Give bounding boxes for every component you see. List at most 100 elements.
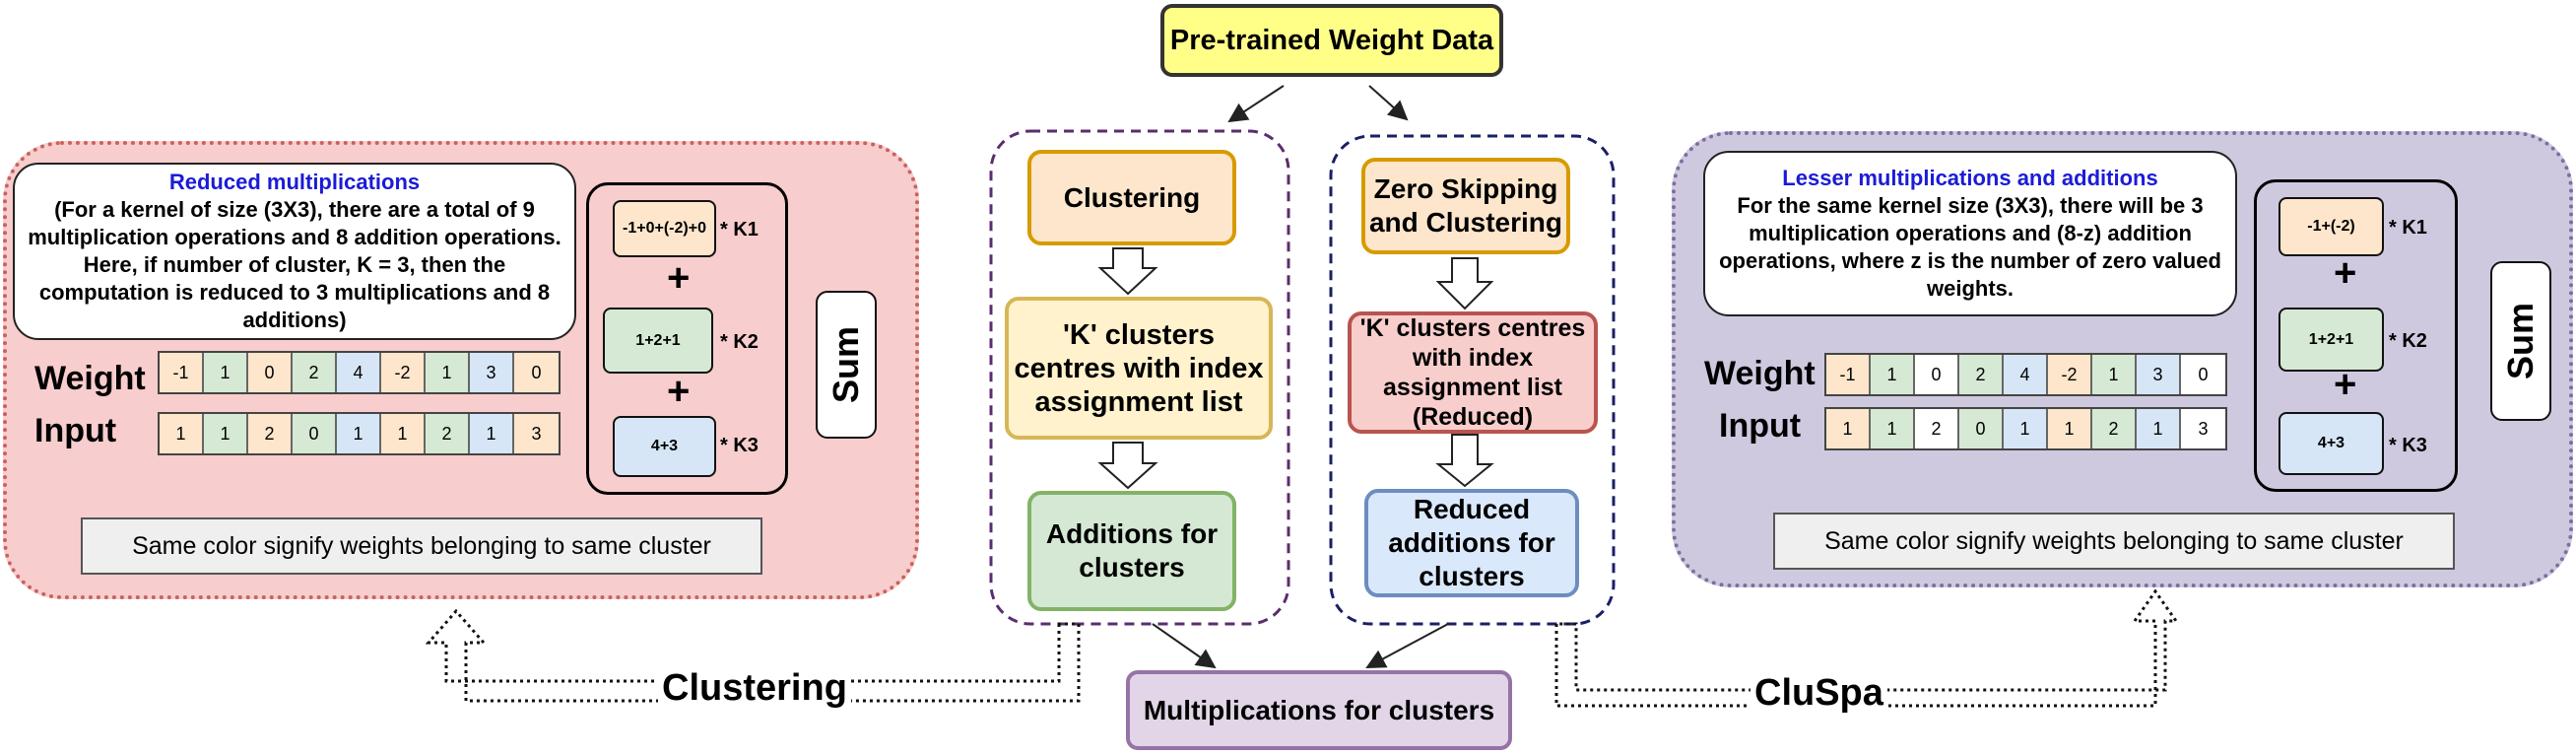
left-weight-cell: 2	[293, 353, 337, 392]
right-k2-label: * K2	[2389, 330, 2427, 352]
left-footer-note: Same color signify weights belonging to …	[81, 517, 762, 575]
arrow-top-to-clustering	[1227, 85, 1285, 123]
left-input-cell: 1	[160, 414, 204, 453]
right-weight-cell: -2	[2048, 355, 2092, 394]
left-k3-box: 4+3	[613, 416, 716, 477]
left-weight-cell: 4	[337, 353, 381, 392]
clustering-node-label: Clustering	[1063, 181, 1201, 213]
right-k3-box: 4+3	[2279, 412, 2384, 475]
reduced-additions-node: Reduced additions for clusters	[1364, 489, 1579, 597]
pretrained-weight-node: Pre-trained Weight Data	[1160, 4, 1503, 77]
left-input-cell: 1	[337, 414, 381, 453]
pretrained-weight-label: Pre-trained Weight Data	[1169, 24, 1494, 56]
k-clusters-reduced-node: 'K' clusters centres with index assignme…	[1348, 311, 1598, 434]
cluspa-group-outline	[1329, 134, 1616, 626]
cluspa-path-label: CluSpa	[1750, 672, 1887, 715]
left-weight-cell: 0	[248, 353, 293, 392]
right-k1-box: -1+(-2)	[2279, 197, 2384, 256]
right-input-cell: 1	[2137, 409, 2181, 448]
left-plus-1: +	[667, 256, 691, 300]
right-input-cell: 2	[1915, 409, 1959, 448]
multiplications-node: Multiplications for clusters	[1126, 670, 1512, 750]
left-k1-expr: -1+0+(-2)+0	[623, 220, 706, 237]
right-input-cell: 1	[1826, 409, 1871, 448]
k-clusters-node: 'K' clusters centres with index assignme…	[1005, 297, 1273, 440]
right-input-cell: 1	[2048, 409, 2092, 448]
right-weight-cell: 4	[2004, 355, 2048, 394]
left-input-cell: 1	[381, 414, 426, 453]
clustering-node: Clustering	[1027, 150, 1236, 245]
right-weight-cell: -1	[1826, 355, 1871, 394]
reduced-additions-node-label: Reduced additions for clusters	[1388, 494, 1555, 591]
clustering-group-outline	[989, 129, 1290, 626]
right-weight-label: Weight	[1704, 355, 1816, 392]
left-weight-cell: 1	[204, 353, 248, 392]
right-input-cell: 1	[2004, 409, 2048, 448]
zero-skipping-node: Zero Skipping and Clustering	[1361, 158, 1570, 254]
right-input-cell: 0	[1959, 409, 2004, 448]
left-input-cell: 2	[426, 414, 470, 453]
left-cluster-group	[586, 182, 788, 495]
multiplications-node-label: Multiplications for clusters	[1143, 694, 1495, 725]
zero-skipping-node-label: Zero Skipping and Clustering	[1368, 173, 1562, 238]
cluspa-dotted-arrow	[1554, 588, 2179, 708]
right-weight-cell: 0	[2181, 355, 2225, 394]
right-plus-2: +	[2334, 363, 2357, 406]
left-sum-box: Sum	[816, 291, 877, 439]
right-footer-note: Same color signify weights belonging to …	[1773, 513, 2455, 570]
right-input-cell: 1	[1871, 409, 1915, 448]
arrow-cluspa-to-mult	[1365, 623, 1449, 668]
right-k2-box: 1+2+1	[2279, 308, 2384, 372]
right-input-label: Input	[1719, 407, 1802, 445]
left-weight-label: Weight	[34, 360, 146, 397]
right-footer-text: Same color signify weights belonging to …	[1824, 526, 2404, 555]
right-note: Lesser multiplications and additions For…	[1703, 151, 2237, 316]
right-k1-label: * K1	[2389, 217, 2427, 239]
additions-node: Additions for clusters	[1027, 491, 1236, 611]
clustering-dotted-arrow	[425, 608, 1081, 703]
right-plus-1: +	[2334, 251, 2357, 295]
k-clusters-reduced-node-label: 'K' clusters centres with index assignme…	[1359, 314, 1586, 431]
left-input-cell: 2	[248, 414, 293, 453]
right-k3-expr: 4+3	[2317, 435, 2345, 451]
left-k1-box: -1+0+(-2)+0	[613, 200, 716, 257]
right-note-header: Lesser multiplications and additions	[1782, 166, 2158, 190]
right-weight-cell: 2	[1959, 355, 2004, 394]
left-input-cell: 1	[470, 414, 514, 453]
left-k2-expr: 1+2+1	[635, 331, 681, 349]
right-cluster-group	[2254, 179, 2458, 492]
left-weight-cell: -2	[381, 353, 426, 392]
right-k2-expr: 1+2+1	[2308, 330, 2354, 348]
right-sum-box: Sum	[2490, 261, 2551, 421]
left-sum-label: Sum	[826, 325, 866, 403]
left-plus-2: +	[667, 370, 691, 413]
clustering-path-label: Clustering	[658, 667, 851, 710]
left-k2-box: 1+2+1	[603, 308, 713, 374]
left-note: Reduced multiplications (For a kernel of…	[13, 163, 576, 340]
left-k1-label: * K1	[720, 219, 759, 241]
right-weight-cell: 1	[1871, 355, 1915, 394]
arrow-clustering-to-mult	[1152, 623, 1217, 669]
left-footer-text: Same color signify weights belonging to …	[132, 531, 711, 560]
left-k3-label: * K3	[720, 435, 759, 456]
left-weight-cell: 1	[426, 353, 470, 392]
arrow-top-to-cluspa	[1368, 85, 1409, 121]
right-input-cell: 2	[2092, 409, 2137, 448]
right-k3-label: * K3	[2389, 435, 2427, 456]
additions-node-label: Additions for clusters	[1045, 518, 1219, 583]
left-k3-expr: 4+3	[650, 438, 679, 454]
right-input-cell: 3	[2181, 409, 2225, 448]
left-input-cell: 0	[293, 414, 337, 453]
right-note-body: For the same kernel size (3X3), there wi…	[1719, 193, 2221, 301]
right-k1-expr: -1+(-2)	[2307, 218, 2355, 235]
left-weight-cell: -1	[160, 353, 204, 392]
left-weight-cell: 3	[470, 353, 514, 392]
right-weight-cell: 3	[2137, 355, 2181, 394]
left-k2-label: * K2	[720, 331, 759, 353]
k-clusters-node-label: 'K' clusters centres with index assignme…	[1014, 318, 1264, 418]
left-note-header: Reduced multiplications	[168, 170, 421, 194]
